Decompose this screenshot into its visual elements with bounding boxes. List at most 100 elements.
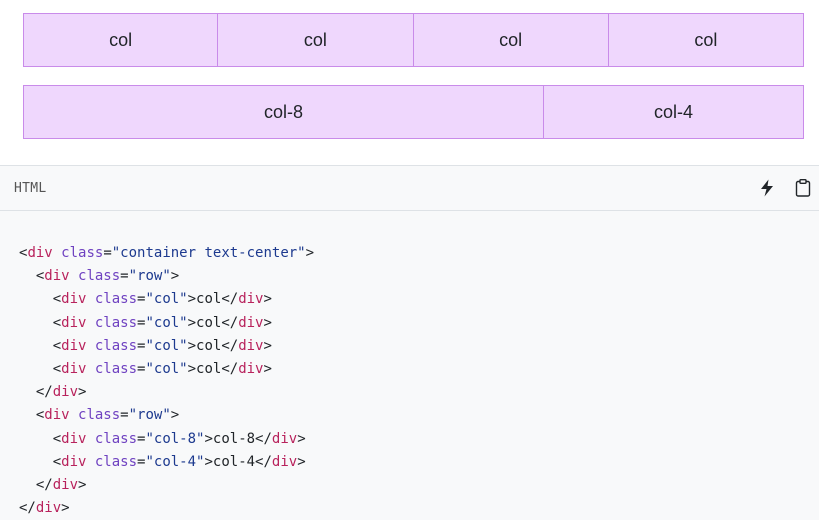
code-token: >col</ (187, 291, 239, 308)
grid-cell-col-4: col-4 (544, 85, 804, 139)
code-token: div (271, 453, 298, 470)
code-token: >col</ (187, 314, 239, 331)
code-token: div (238, 291, 264, 308)
code-token: = (103, 245, 112, 261)
code-line: </div> (19, 381, 819, 404)
code-language-label: HTML (14, 180, 47, 196)
code-token: = (137, 430, 146, 447)
code-token: div (44, 268, 70, 285)
code-token: div (61, 361, 87, 378)
code-token: > (263, 314, 272, 331)
code-token: "col-4" (145, 453, 205, 470)
code-token: "col" (145, 314, 188, 331)
code-token: div (238, 314, 264, 331)
code-token: > (170, 407, 180, 424)
code-token: "row" (128, 268, 171, 285)
code-line: <div class="col-8">col-8</div> (19, 428, 819, 451)
code-token: > (297, 430, 306, 447)
code-token: "row" (128, 407, 171, 424)
code-token: div (52, 477, 79, 494)
code-token: div (61, 314, 87, 331)
code-token: div (27, 245, 53, 261)
code-token: </ (19, 477, 53, 494)
code-token: div (238, 361, 264, 378)
code-line: <div class="col">col</div> (19, 358, 819, 381)
code-token: class (52, 245, 104, 261)
code-line: <div class="container text-center"> (19, 242, 819, 265)
code-token: div (61, 430, 87, 447)
code-token: < (19, 361, 62, 378)
code-token: > (263, 361, 272, 378)
code-token: < (19, 245, 28, 261)
code-token: class (86, 361, 138, 378)
code-token: "col" (145, 291, 188, 308)
code-snippet-header: HTML (0, 166, 819, 211)
code-token: "container text-center" (111, 245, 306, 261)
code-token: = (137, 337, 146, 354)
code-token: = (137, 291, 146, 308)
code-line: <div class="col">col</div> (19, 288, 819, 311)
code-token: >col-4</ (204, 453, 272, 470)
code-token: > (78, 477, 87, 494)
code-line: </div> (19, 497, 819, 520)
code-actions (755, 176, 815, 200)
code-token: "col-8" (145, 430, 205, 447)
code-token: class (86, 430, 138, 447)
grid-row-equal-columns: col col col col (23, 13, 804, 67)
code-line: <div class="col-4">col-4</div> (19, 451, 819, 474)
grid-cell-col: col (218, 13, 414, 67)
code-token: div (61, 337, 87, 354)
code-token: < (19, 430, 62, 447)
code-line: <div class="row"> (19, 404, 819, 427)
code-token: "col" (145, 361, 188, 378)
grid-cell-col: col (413, 13, 609, 67)
code-token: div (271, 430, 298, 447)
code-line: <div class="col">col</div> (19, 335, 819, 358)
code-token: class (69, 407, 121, 424)
code-token: > (78, 384, 87, 401)
grid-row-sized-columns: col-8 col-4 (23, 85, 804, 139)
code-token: "col" (145, 337, 188, 354)
code-token: >col</ (187, 337, 239, 354)
code-token: class (86, 337, 138, 354)
grid-cell-col: col (608, 13, 804, 67)
code-token: div (44, 407, 70, 424)
grid-cell-col: col (23, 13, 219, 67)
code-token: >col-8</ (204, 430, 272, 447)
code-token: class (86, 291, 138, 308)
code-token: > (170, 268, 180, 285)
code-token: = (120, 407, 129, 424)
code-token: < (19, 314, 62, 331)
code-token: class (86, 314, 138, 331)
code-token: < (19, 268, 45, 285)
code-line: <div class="row"> (19, 265, 819, 288)
code-token: </ (19, 500, 36, 517)
code-token: = (120, 268, 129, 285)
code-token: </ (19, 384, 53, 401)
code-token: < (19, 453, 62, 470)
code-token: > (263, 337, 272, 354)
code-token: class (69, 268, 121, 285)
code-token: < (19, 337, 62, 354)
code-line: <div class="col">col</div> (19, 312, 819, 335)
grid-cell-col-8: col-8 (23, 85, 544, 139)
code-token: div (238, 337, 264, 354)
code-token: < (19, 407, 45, 424)
code-block: <div class="container text-center"> <div… (0, 211, 819, 520)
code-token: = (137, 361, 146, 378)
code-token: > (297, 453, 306, 470)
clipboard-icon[interactable] (791, 176, 815, 200)
code-token: = (137, 453, 146, 470)
grid-example-preview: col col col col col-8 col-4 (0, 0, 819, 166)
code-token: class (86, 453, 138, 470)
code-line: </div> (19, 474, 819, 497)
code-token: > (305, 245, 315, 261)
code-token: div (61, 291, 87, 308)
code-token: = (137, 314, 146, 331)
code-token: > (263, 291, 272, 308)
code-token: > (61, 500, 70, 517)
code-token: < (19, 291, 62, 308)
code-token: div (35, 500, 62, 517)
lightning-icon[interactable] (755, 176, 779, 200)
code-token: div (61, 453, 87, 470)
